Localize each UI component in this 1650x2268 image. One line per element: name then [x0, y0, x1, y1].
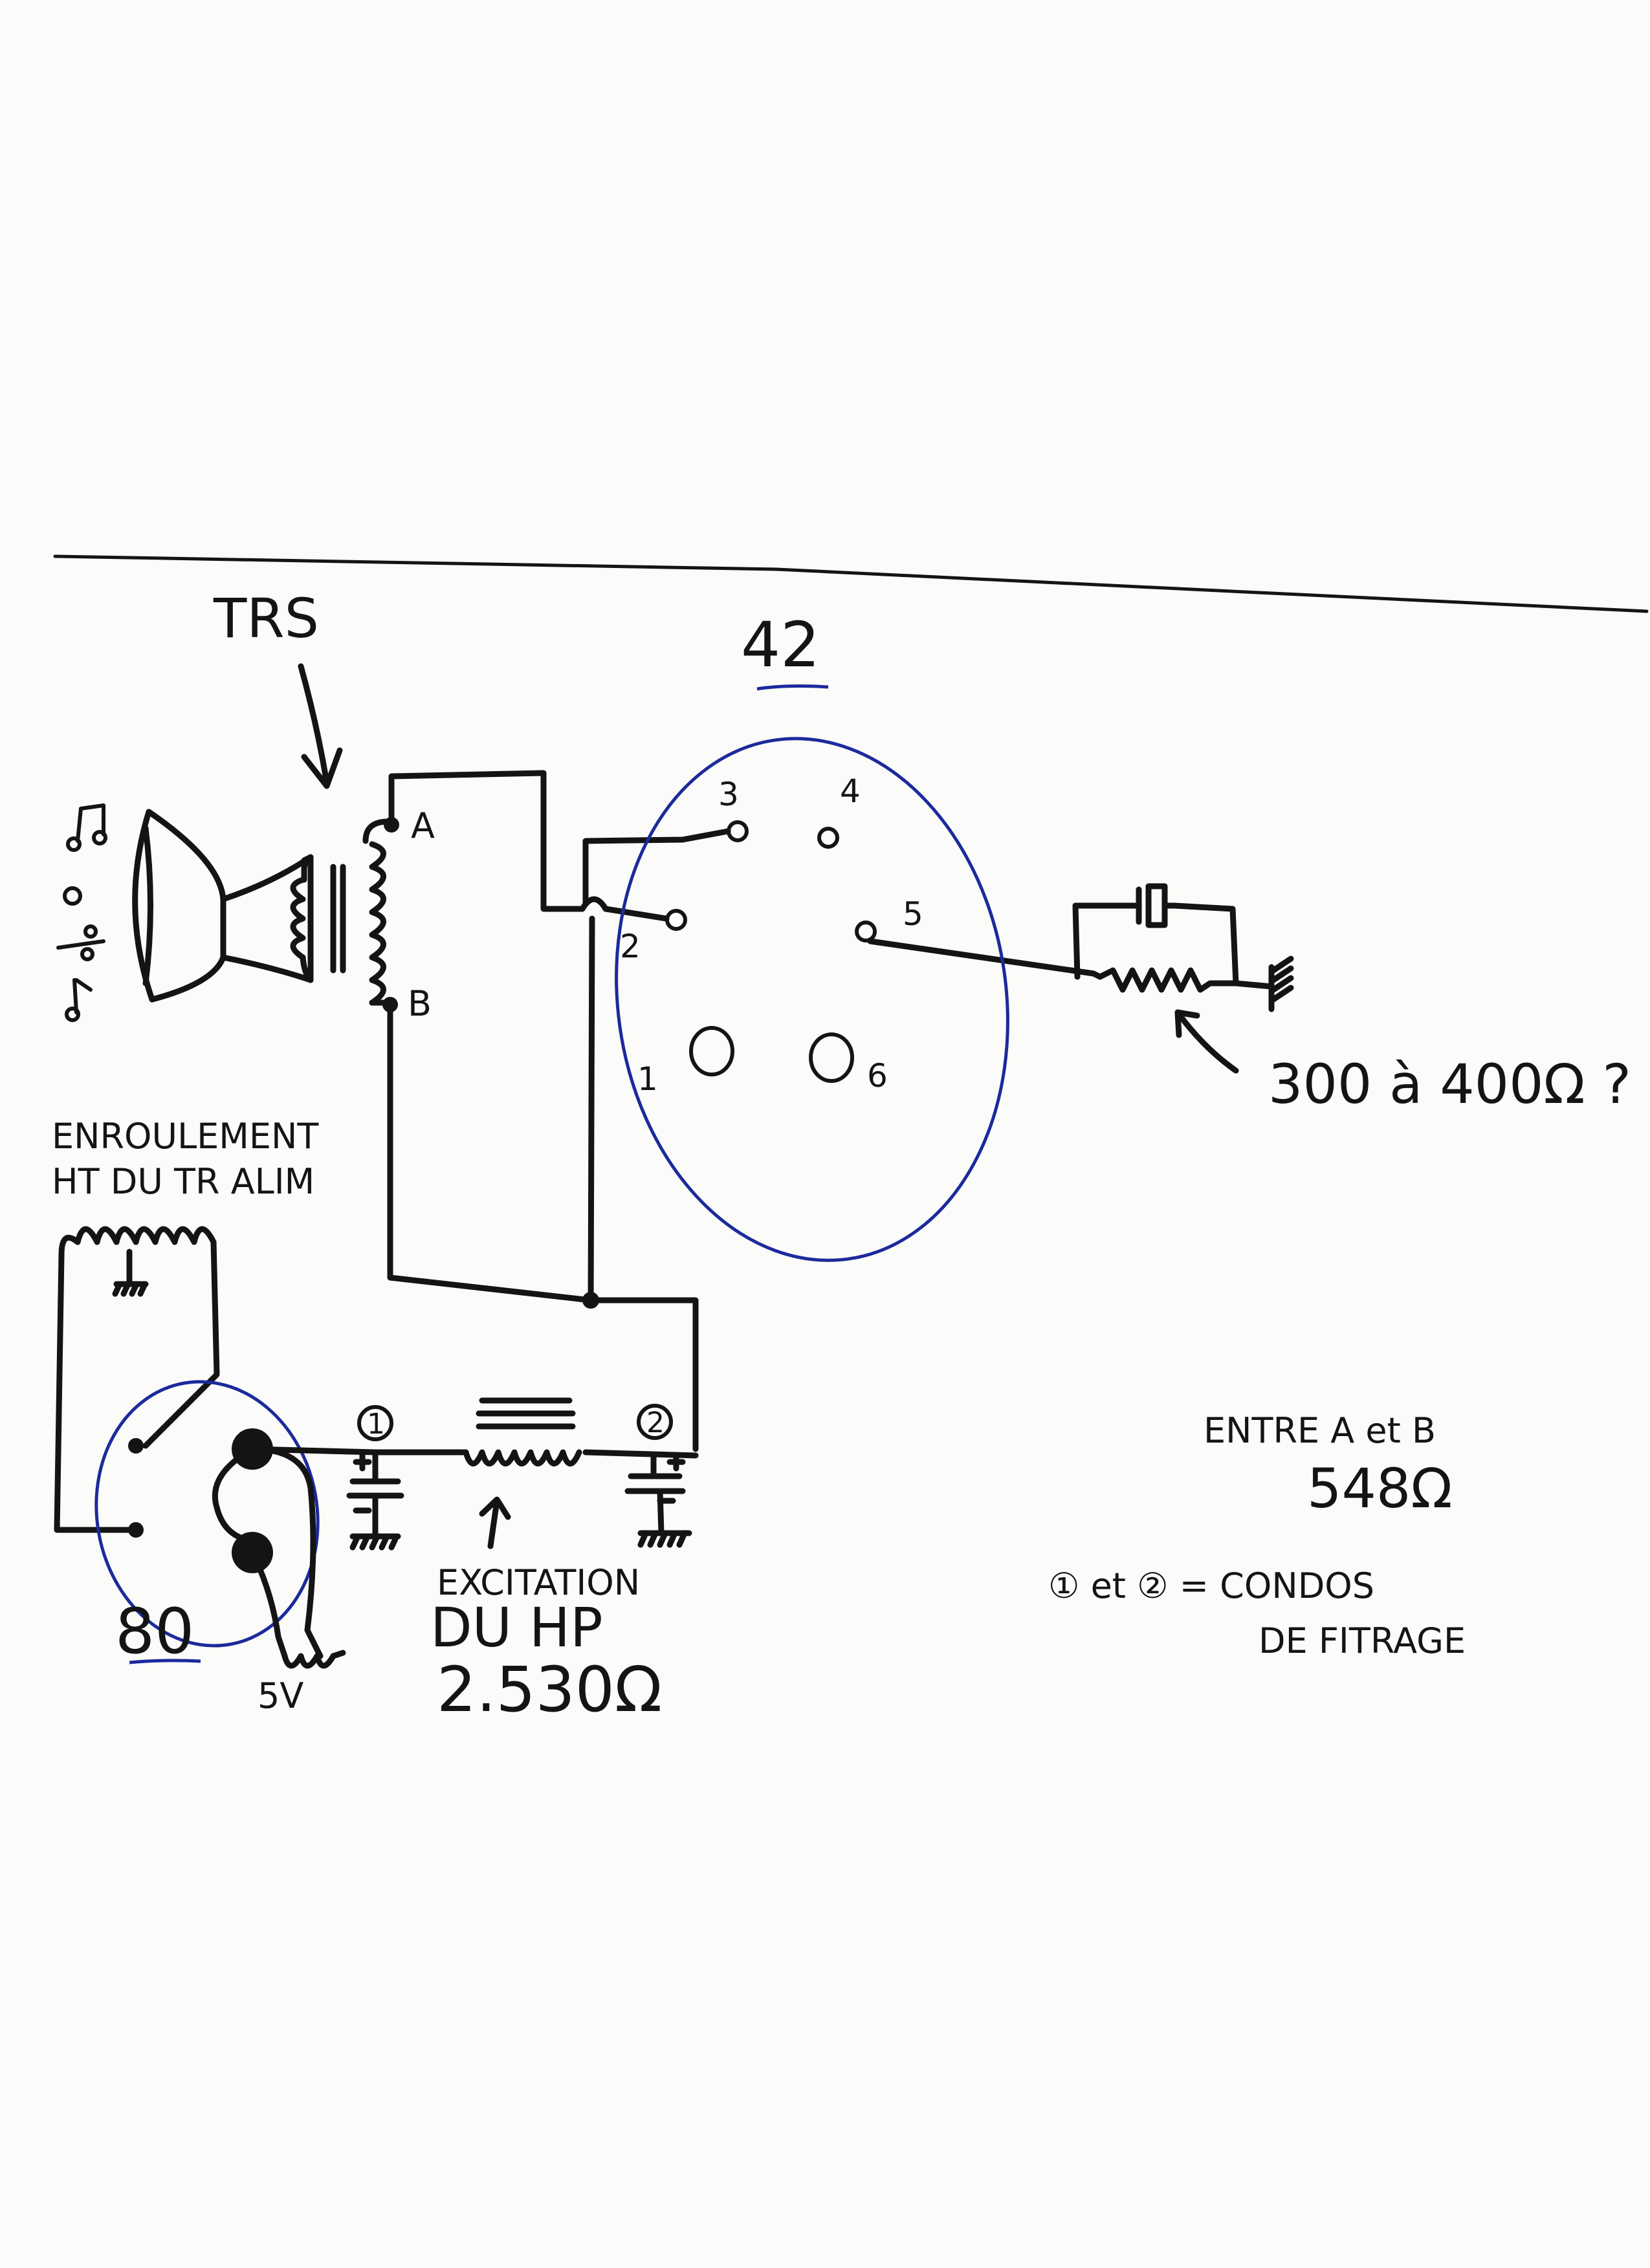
winding-label-line2: HT DU TR ALIM: [52, 1161, 314, 1202]
winding-label-line1: ENROULEMENT: [52, 1116, 319, 1157]
bplus-wiring: [249, 1446, 699, 1459]
ground-icon: [1268, 955, 1294, 1012]
pin-4-label: 4: [840, 772, 861, 810]
between-ab-value: 548Ω: [1307, 1457, 1453, 1520]
speaker-icon: [132, 809, 314, 1003]
tube-42-underline: [756, 684, 829, 691]
tube-80-socket: [94, 1380, 320, 1648]
tube-42-socket: [615, 737, 1009, 1262]
excitation-arrow-icon: [479, 1496, 511, 1549]
cap-2-label: 2: [646, 1406, 665, 1439]
pin-3-label: 3: [718, 776, 739, 813]
excitation-coil-icon: [463, 1397, 582, 1467]
inductor-icon: [54, 1226, 220, 1533]
cap-1-marker: [357, 1405, 393, 1441]
tap-a-label: A: [411, 805, 435, 846]
filter-cap-1-icon: [346, 1449, 404, 1551]
filter-cap-2-icon: [624, 1452, 692, 1548]
trs-label: TRS: [213, 587, 319, 650]
resistor-icon: [1097, 967, 1239, 993]
tube-80-label: 80: [115, 1595, 194, 1668]
tube-42-label: 42: [741, 609, 820, 681]
music-note-icon: [56, 803, 107, 1022]
five-volt-label: 5V: [258, 1675, 303, 1716]
cap-1-label: 1: [367, 1408, 385, 1441]
pin-6-label: 6: [867, 1057, 888, 1095]
trs-arrow-icon: [298, 663, 343, 789]
tube-80-pin-plate2: [128, 1522, 144, 1538]
pin-1-label: 1: [637, 1060, 658, 1098]
tube-42-pins: [665, 820, 877, 1083]
tube-80-underline: [129, 1659, 201, 1664]
between-ab-label: ENTRE A et B: [1204, 1410, 1436, 1451]
pin-5-label: 5: [903, 895, 923, 933]
caps-note-line1: ① et ② = CONDOS: [1048, 1565, 1374, 1606]
tap-b-label: B: [408, 983, 432, 1024]
caps-note-line2: DE FITRAGE: [1259, 1620, 1466, 1661]
transformer-icon: [290, 818, 391, 1006]
tube-80-pin-plate1: [128, 1438, 144, 1454]
wiring: [387, 770, 1275, 1452]
pin-2-label: 2: [620, 928, 641, 965]
resistor-arrow-icon: [1174, 1009, 1239, 1074]
excitation-label-line1: EXCITATION: [437, 1562, 640, 1603]
excitation-value-label: 2.530Ω: [437, 1653, 662, 1726]
resistor-value-label: 300 à 400Ω ?: [1268, 1052, 1631, 1116]
capacitor-icon: [1136, 883, 1178, 928]
junction-node: [582, 1292, 599, 1309]
excitation-label-line2: DU HP: [430, 1596, 603, 1659]
filament-wiring: [212, 1446, 346, 1669]
page-fold-line: [53, 554, 1649, 613]
cap-2-marker: [637, 1404, 673, 1440]
